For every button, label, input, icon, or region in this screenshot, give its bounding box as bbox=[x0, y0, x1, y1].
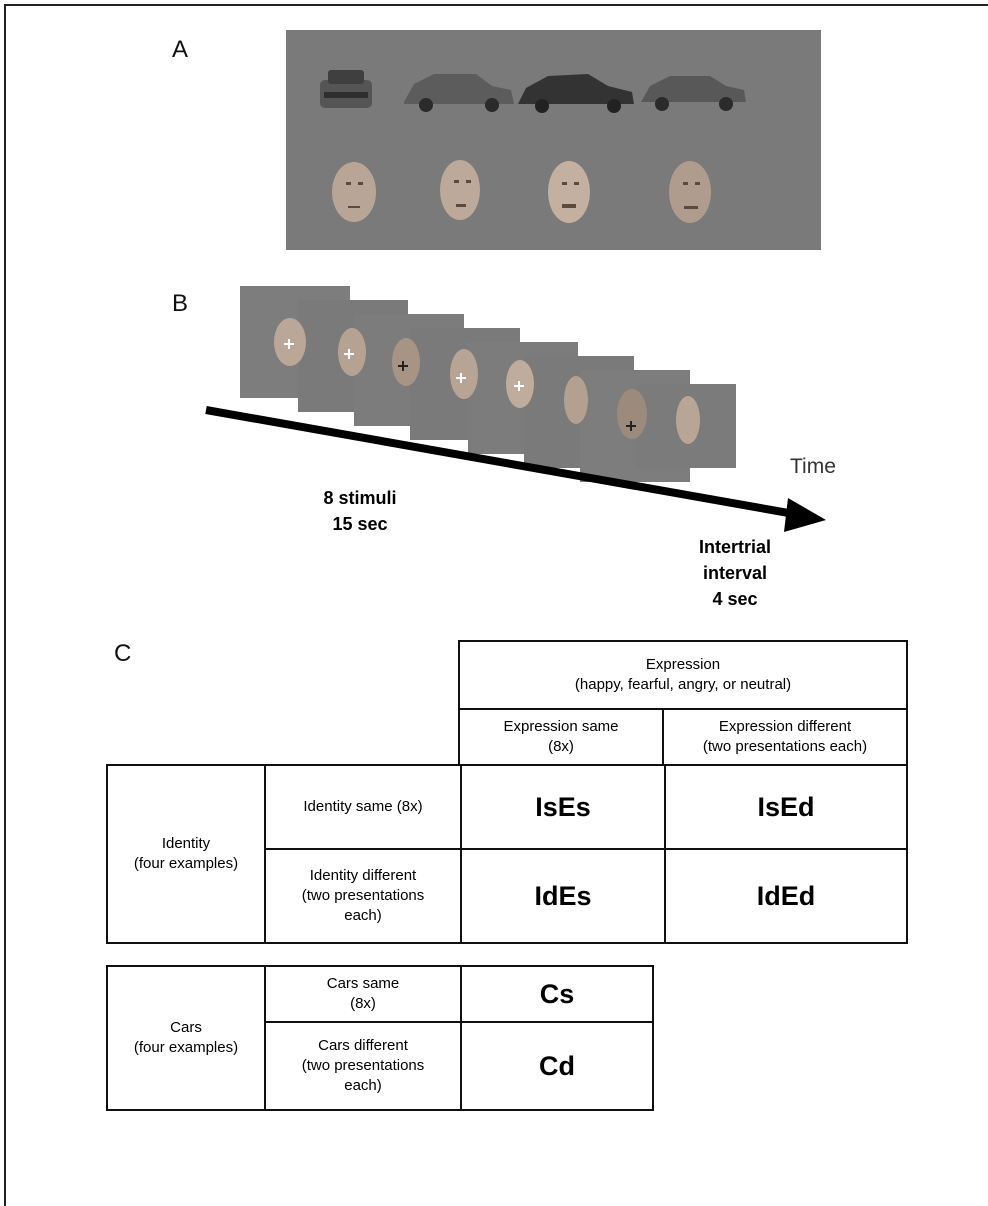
stimuli-count-text: 8 stimuli bbox=[323, 488, 397, 508]
expression-header-table: Expression (happy, fearful, angry, or ne… bbox=[458, 640, 908, 766]
cars-different-header: Cars different (two presentations each) bbox=[264, 1021, 462, 1111]
panel-b-letter: B bbox=[172, 290, 189, 317]
stimuli-examples-image bbox=[286, 30, 821, 250]
panel-a-letter: A bbox=[172, 36, 189, 63]
time-label: Time bbox=[790, 455, 836, 478]
trial-sequence-diagram bbox=[205, 286, 826, 532]
time-arrow bbox=[205, 406, 826, 532]
iti-line-2: interval bbox=[702, 563, 768, 583]
expression-same-text: Expression same bbox=[503, 718, 619, 735]
car-front-view bbox=[320, 70, 372, 108]
cars-title: Cars bbox=[170, 1019, 202, 1036]
cars-table: Cars (four examples) Cars same (8x) Cs C… bbox=[106, 965, 654, 1111]
cell-cs: Cs bbox=[460, 965, 654, 1023]
cell-cd: Cd bbox=[460, 1021, 654, 1111]
expression-same-header: Expression same (8x) bbox=[458, 708, 664, 766]
cars-diff-line-2: (two presentations bbox=[301, 1057, 425, 1074]
identity-table: Identity (four examples) Identity same (… bbox=[106, 764, 908, 944]
identity-row-header: Identity (four examples) bbox=[106, 764, 266, 944]
identity-diff-line-3: each) bbox=[344, 907, 382, 924]
expression-different-header: Expression different (two presentations … bbox=[662, 708, 908, 766]
face-happy bbox=[548, 161, 590, 223]
cars-same-count: (8x) bbox=[350, 995, 376, 1012]
cars-row-header: Cars (four examples) bbox=[106, 965, 266, 1111]
intertrial-interval-label: Intertrial interval 4 sec bbox=[670, 534, 800, 612]
expression-header-cell: Expression (happy, fearful, angry, or ne… bbox=[458, 640, 908, 710]
iti-line-3: 4 sec bbox=[712, 589, 758, 609]
expression-title: Expression bbox=[645, 656, 721, 673]
car-side-view-2 bbox=[518, 74, 634, 113]
identity-title: Identity bbox=[161, 835, 211, 852]
stimuli-duration-label: 8 stimuli 15 sec bbox=[300, 485, 420, 537]
cell-isEs: IsEs bbox=[460, 764, 666, 850]
cell-isEd: IsEd bbox=[664, 764, 908, 850]
cars-same-text: Cars same bbox=[326, 975, 400, 992]
identity-diff-line-2: (two presentations bbox=[301, 887, 425, 904]
identity-same-header: Identity same (8x) bbox=[264, 764, 462, 850]
expression-diff-count: (two presentations each) bbox=[702, 738, 868, 755]
expression-same-count: (8x) bbox=[548, 738, 574, 755]
cell-idEs: IdEs bbox=[460, 848, 666, 944]
cars-diff-line-1: Cars different bbox=[318, 1037, 408, 1054]
identity-different-header: Identity different (two presentations ea… bbox=[264, 848, 462, 944]
face-fearful bbox=[440, 160, 480, 220]
figure-frame bbox=[4, 4, 988, 1206]
expression-subtitle: (happy, fearful, angry, or neutral) bbox=[574, 676, 792, 693]
iti-line-1: Intertrial bbox=[698, 537, 772, 557]
face-neutral bbox=[332, 162, 376, 222]
stimulus-frames bbox=[240, 286, 736, 482]
identity-diff-line-1: Identity different bbox=[309, 867, 417, 884]
stimuli-time-text: 15 sec bbox=[332, 514, 388, 534]
face-angry bbox=[669, 161, 711, 223]
cell-idEd: IdEd bbox=[664, 848, 908, 944]
cars-diff-line-3: each) bbox=[344, 1077, 382, 1094]
cars-same-header: Cars same (8x) bbox=[264, 965, 462, 1023]
fixation-crosses bbox=[284, 339, 636, 431]
car-side-view-3 bbox=[641, 76, 746, 111]
car-side-view-1 bbox=[404, 74, 514, 112]
expression-diff-text: Expression different bbox=[718, 718, 852, 735]
identity-subtitle: (four examples) bbox=[133, 855, 239, 872]
panel-c-letter: C bbox=[114, 640, 132, 667]
cars-subtitle: (four examples) bbox=[133, 1039, 239, 1056]
